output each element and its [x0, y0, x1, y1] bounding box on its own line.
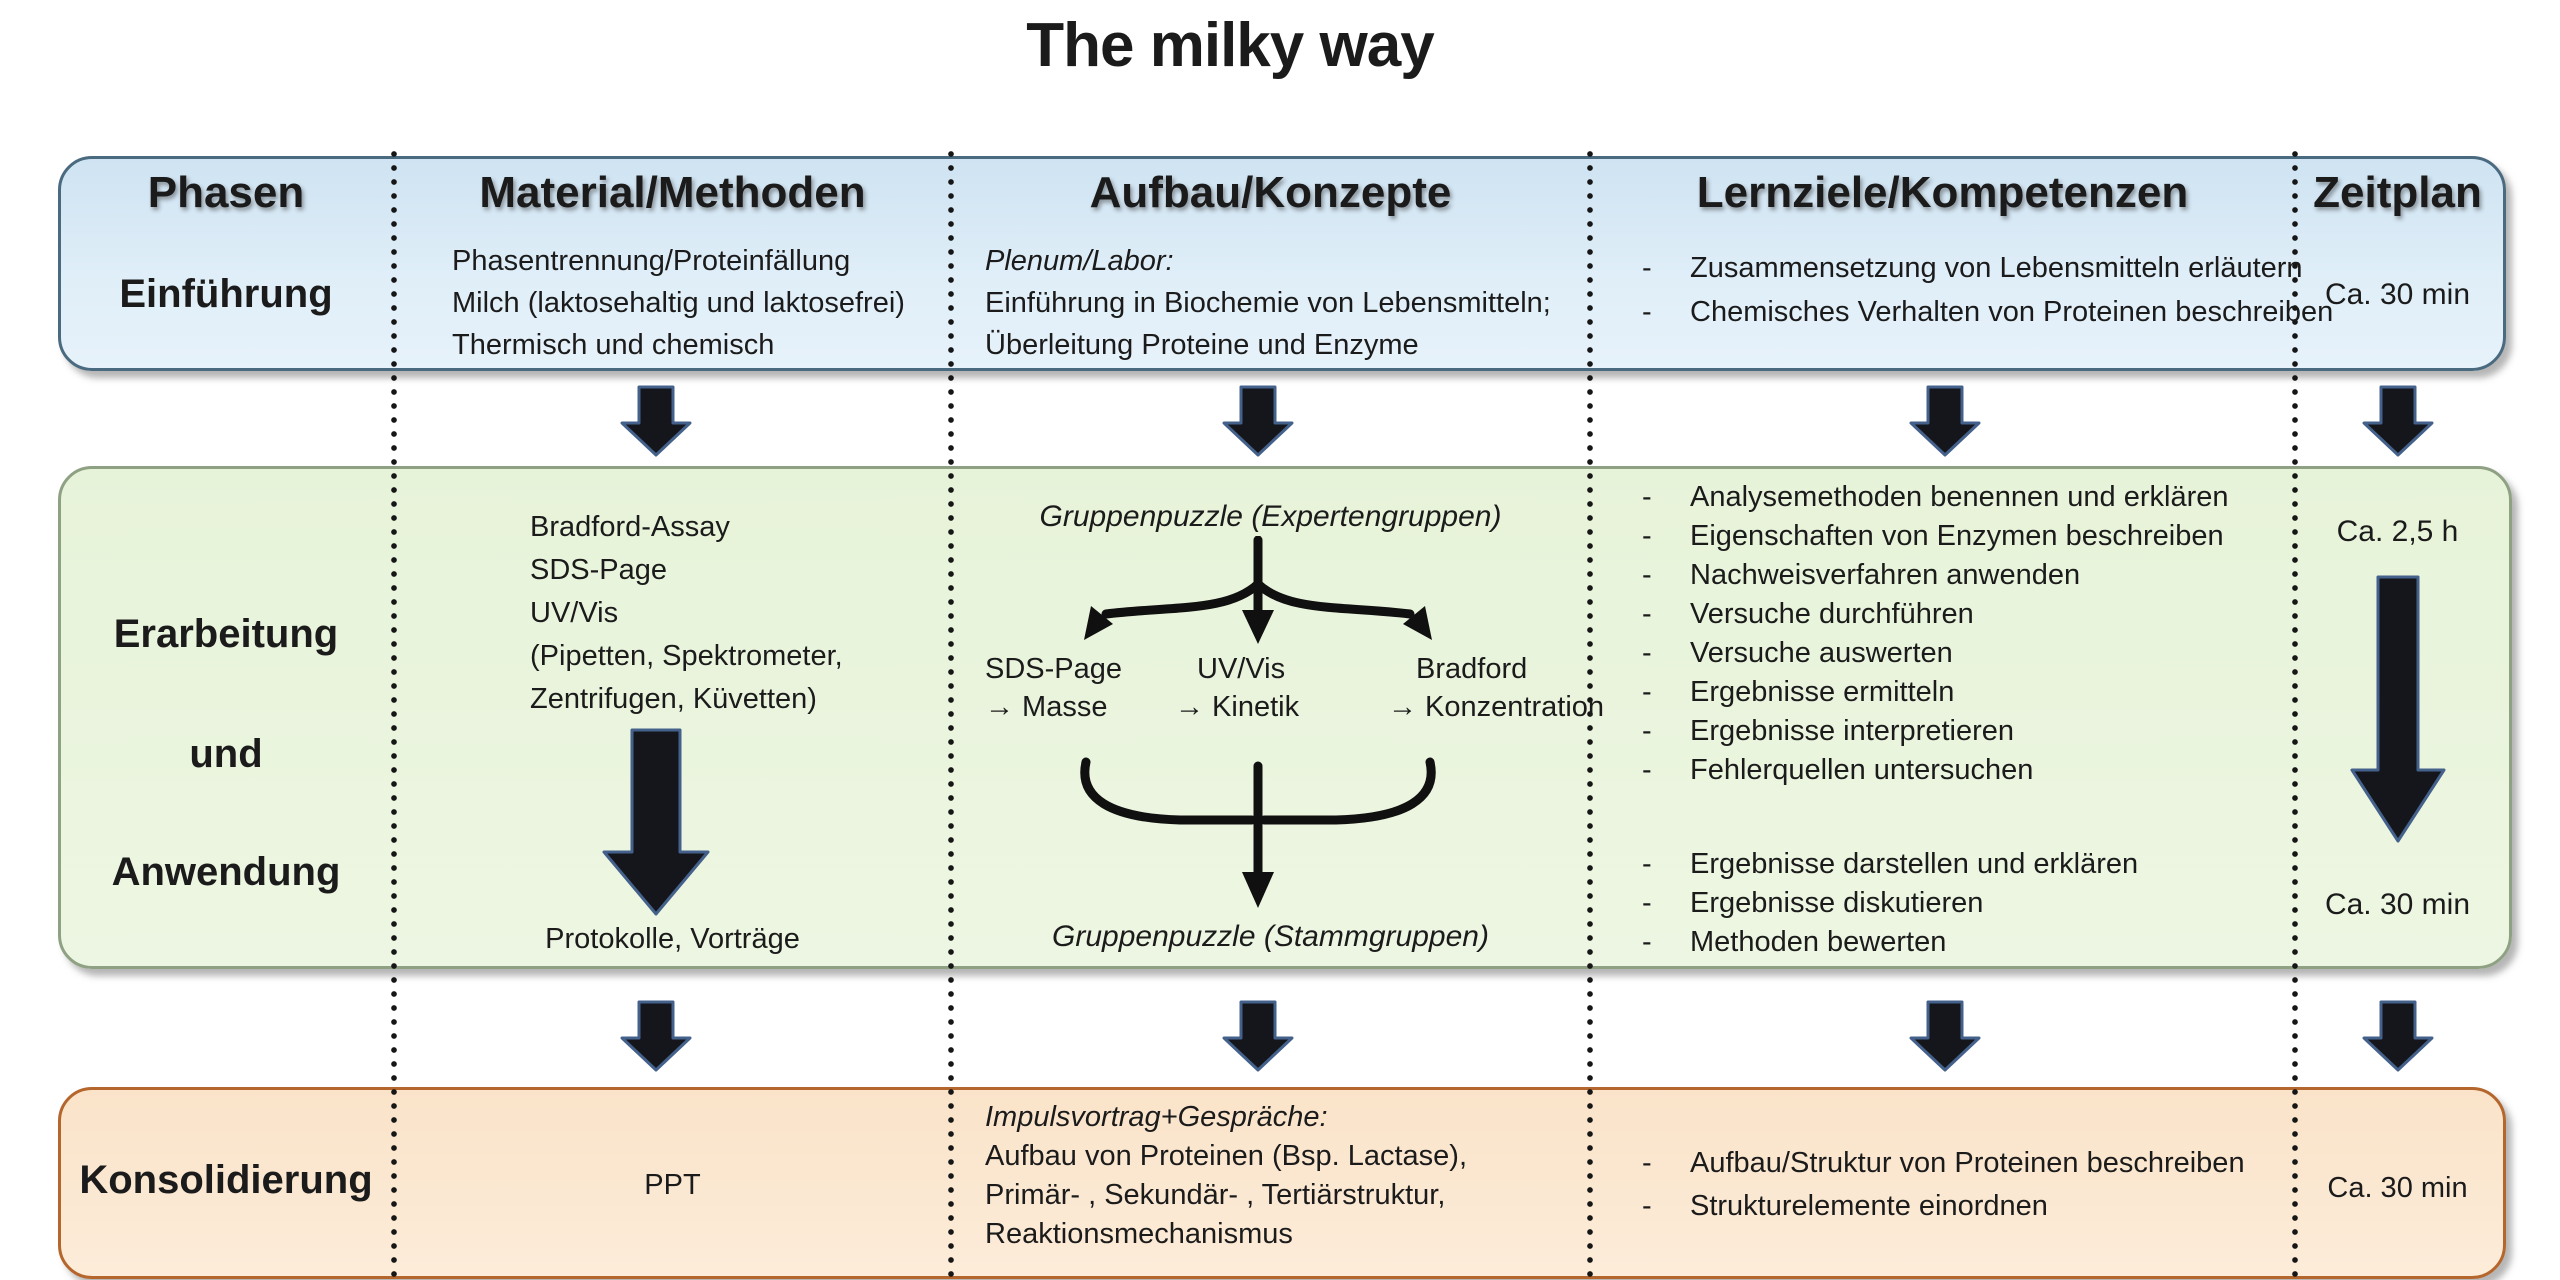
down-arrow-icon — [620, 385, 692, 457]
method-bradford: Bradford → Konzentration — [1388, 650, 1604, 726]
list-item: Analysemethoden benennen und erklären — [1638, 478, 2229, 517]
method-name: SDS-Page — [985, 653, 1123, 685]
column-header-phasen: Phasen — [147, 168, 305, 217]
list-item: Ergebnisse darstellen und erklären — [1638, 845, 2138, 884]
method-name: UV/Vis — [1197, 653, 1286, 685]
text-line: Reaktionsmechanismus — [985, 1218, 1293, 1250]
list-item: Versuche durchführen — [1638, 595, 2229, 634]
phase-label-und: und — [189, 732, 263, 776]
text-line: Phasentrennung/Proteinfällung — [452, 245, 851, 277]
list-item: Fehlerquellen untersuchen — [1638, 751, 2229, 790]
erarbeitung-lernziele-list-2: Ergebnisse darstellen und erklären Ergeb… — [1638, 845, 2138, 962]
phase-label-anwendung: Anwendung — [111, 850, 341, 894]
text-line: Aufbau von Proteinen (Bsp. Lactase), — [985, 1140, 1468, 1172]
einfuehrung-material-text: Phasentrennung/Proteinfällung Milch (lak… — [452, 240, 905, 366]
phase-label-erarbeitung: Erarbeitung — [113, 612, 339, 656]
erarbeitung-material-result: Protokolle, Vorträge — [545, 923, 800, 955]
list-item: Ergebnisse interpretieren — [1638, 712, 2229, 751]
text-line: Zentrifugen, Küvetten) — [530, 683, 817, 715]
column-header-material: Material/Methoden — [479, 168, 866, 217]
method-result: → Kinetik — [1175, 691, 1300, 723]
text-line: Primär- , Sekundär- , Tertiärstruktur, — [985, 1179, 1446, 1211]
text-line: SDS-Page — [530, 554, 668, 586]
phase-label-konsolidierung: Konsolidierung — [79, 1158, 373, 1202]
list-item: Aufbau/Struktur von Proteinen beschreibe… — [1638, 1142, 2245, 1185]
gruppenpuzzle-stammgruppen-label: Gruppenpuzzle (Stammgruppen) — [1052, 920, 1489, 953]
method-result: → Konzentration — [1388, 691, 1605, 723]
gruppenpuzzle-expertengruppen-label: Gruppenpuzzle (Expertengruppen) — [1039, 500, 1502, 533]
text-line: Überleitung Proteine und Enzyme — [985, 329, 1419, 361]
list-item: Eigenschaften von Enzymen beschreiben — [1638, 517, 2229, 556]
list-item: Versuche auswerten — [1638, 634, 2229, 673]
method-result: → Masse — [985, 691, 1108, 723]
phase-label-einfuehrung: Einführung — [119, 272, 333, 316]
erarbeitung-time-bottom: Ca. 30 min — [2324, 888, 2471, 921]
konsolidierung-time: Ca. 30 min — [2327, 1172, 2468, 1204]
down-arrow-icon — [1909, 385, 1981, 457]
method-name: Bradford — [1416, 653, 1528, 685]
column-divider — [2292, 150, 2298, 1280]
column-divider — [391, 150, 397, 1280]
text-line: (Pipetten, Spektrometer, — [530, 640, 843, 672]
konsolidierung-material: PPT — [644, 1169, 701, 1201]
text-line: Einführung in Biochemie von Lebensmittel… — [985, 287, 1551, 319]
konsolidierung-lernziele-list: Aufbau/Struktur von Proteinen beschreibe… — [1638, 1142, 2245, 1228]
page-title: The milky way — [1026, 11, 1434, 80]
column-header-zeitplan: Zeitplan — [2313, 168, 2482, 217]
list-item: Ergebnisse ermitteln — [1638, 673, 2229, 712]
list-item: Chemisches Verhalten von Proteinen besch… — [1638, 290, 2333, 334]
down-arrow-icon — [1222, 385, 1294, 457]
einfuehrung-time: Ca. 30 min — [2324, 278, 2471, 311]
down-arrow-icon — [2362, 385, 2434, 457]
text-line: UV/Vis — [530, 597, 619, 629]
down-arrow-icon — [1909, 1000, 1981, 1072]
text-line: Milch (laktosehaltig und laktosefrei) — [452, 287, 905, 319]
text-line: Thermisch und chemisch — [452, 329, 775, 361]
method-uv-vis: UV/Vis → Kinetik — [1175, 650, 1299, 726]
column-divider — [1587, 150, 1593, 1280]
merge-arrow-icon — [1080, 757, 1436, 908]
erarbeitung-lernziele-list-1: Analysemethoden benennen und erklären Ei… — [1638, 478, 2229, 790]
erarbeitung-material-list: Bradford-Assay SDS-Page UV/Vis (Pipetten… — [530, 506, 843, 721]
big-down-arrow-icon — [2350, 575, 2446, 843]
column-header-aufbau: Aufbau/Konzepte — [1089, 168, 1452, 217]
down-arrow-icon — [620, 1000, 692, 1072]
method-sds-page: SDS-Page → Masse — [985, 650, 1122, 726]
list-item: Ergebnisse diskutieren — [1638, 884, 2138, 923]
text-line: Impulsvortrag+Gespräche: — [985, 1101, 1328, 1133]
einfuehrung-lernziele-list: Zusammensetzung von Lebensmitteln erläut… — [1638, 246, 2333, 334]
big-down-arrow-icon — [602, 728, 710, 916]
list-item: Methoden bewerten — [1638, 923, 2138, 962]
column-header-lernziele: Lernziele/Kompetenzen — [1696, 168, 2189, 217]
list-item: Zusammensetzung von Lebensmitteln erläut… — [1638, 246, 2333, 290]
split-arrows-icon — [1084, 536, 1432, 644]
text-line: Bradford-Assay — [530, 511, 730, 543]
erarbeitung-time-top: Ca. 2,5 h — [2336, 515, 2459, 548]
text-line: Plenum/Labor: — [985, 245, 1174, 277]
list-item: Strukturelemente einordnen — [1638, 1185, 2245, 1228]
list-item: Nachweisverfahren anwenden — [1638, 556, 2229, 595]
einfuehrung-aufbau-text: Plenum/Labor: Einführung in Biochemie vo… — [985, 240, 1551, 366]
down-arrow-icon — [2362, 1000, 2434, 1072]
down-arrow-icon — [1222, 1000, 1294, 1072]
konsolidierung-aufbau-text: Impulsvortrag+Gespräche: Aufbau von Prot… — [985, 1098, 1467, 1254]
column-divider — [948, 150, 954, 1280]
